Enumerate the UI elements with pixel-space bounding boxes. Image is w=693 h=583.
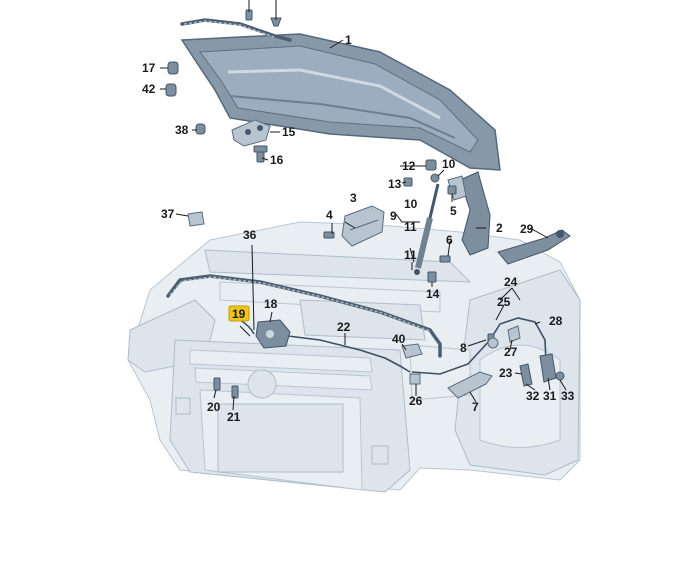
callout-36: 36: [243, 228, 257, 242]
bolt-16: [253, 145, 268, 163]
callout-26: 26: [409, 394, 423, 408]
callout-5: 5: [450, 204, 457, 218]
release-handle-parts: [409, 325, 565, 387]
callout-31: 31: [543, 389, 557, 403]
callout-18: 18: [264, 297, 278, 311]
bracket-3: [341, 205, 385, 247]
front-seal-36: [166, 274, 442, 358]
release-cable-24: [411, 317, 547, 375]
callout-23: 23: [499, 366, 513, 380]
callout-16: 16: [270, 153, 284, 167]
highlight-box-19: [228, 305, 250, 322]
callout-1: 1: [345, 33, 352, 47]
callout-8: 8: [460, 341, 467, 355]
callout-42: 42: [142, 82, 156, 96]
callout-27: 27: [504, 345, 518, 359]
callout-11-upper: 11: [404, 220, 417, 234]
top-clips: [245, 9, 282, 27]
callout-labels: 1 2 3 4 5 6 7 8 9 10 10 11 11 12 13 14 1…: [142, 33, 575, 424]
callout-4: 4: [326, 208, 333, 222]
callout-37: 37: [161, 207, 175, 221]
callout-17: 17: [142, 61, 156, 75]
callout-32: 32: [526, 389, 540, 403]
callout-14: 14: [426, 287, 440, 301]
callout-6: 6: [446, 233, 453, 247]
leader-lines: [160, 0, 567, 411]
vehicle-body-ghost: [127, 221, 581, 493]
callout-38: 38: [175, 123, 189, 137]
callout-20: 20: [207, 400, 221, 414]
rubber-buffers: [165, 61, 206, 135]
hood-panel: [180, 18, 501, 171]
callout-28: 28: [549, 314, 563, 328]
callout-33: 33: [561, 389, 575, 403]
catch-7: [447, 371, 493, 399]
callout-40: 40: [392, 332, 406, 346]
bracket-37: [187, 211, 205, 227]
fasteners-right: [323, 159, 457, 283]
callout-21: 21: [227, 410, 241, 424]
callout-29: 29: [520, 222, 534, 236]
bolts-20-21: [213, 377, 239, 399]
callout-10-upper: 10: [442, 157, 456, 171]
clip-40: [401, 343, 423, 359]
callout-12: 12: [402, 159, 416, 173]
callout-7: 7: [472, 400, 479, 414]
callout-24: 24: [504, 275, 518, 289]
callout-22: 22: [337, 320, 351, 334]
hood-lock-bracket: [231, 119, 271, 147]
callout-13: 13: [388, 177, 402, 191]
callout-9: 9: [390, 209, 397, 223]
gas-strut: [414, 183, 440, 275]
hinge-arm-29: [497, 229, 571, 265]
hood-hinge: [430, 171, 491, 256]
callout-19: 19: [232, 307, 246, 321]
callout-10-lower: 10: [404, 197, 418, 211]
callout-11-lower: 11: [404, 248, 417, 262]
callout-3: 3: [350, 191, 357, 205]
callout-15: 15: [282, 125, 296, 139]
callout-25: 25: [497, 295, 511, 309]
callout-2: 2: [496, 221, 503, 235]
hood-lock-18: [255, 319, 291, 349]
